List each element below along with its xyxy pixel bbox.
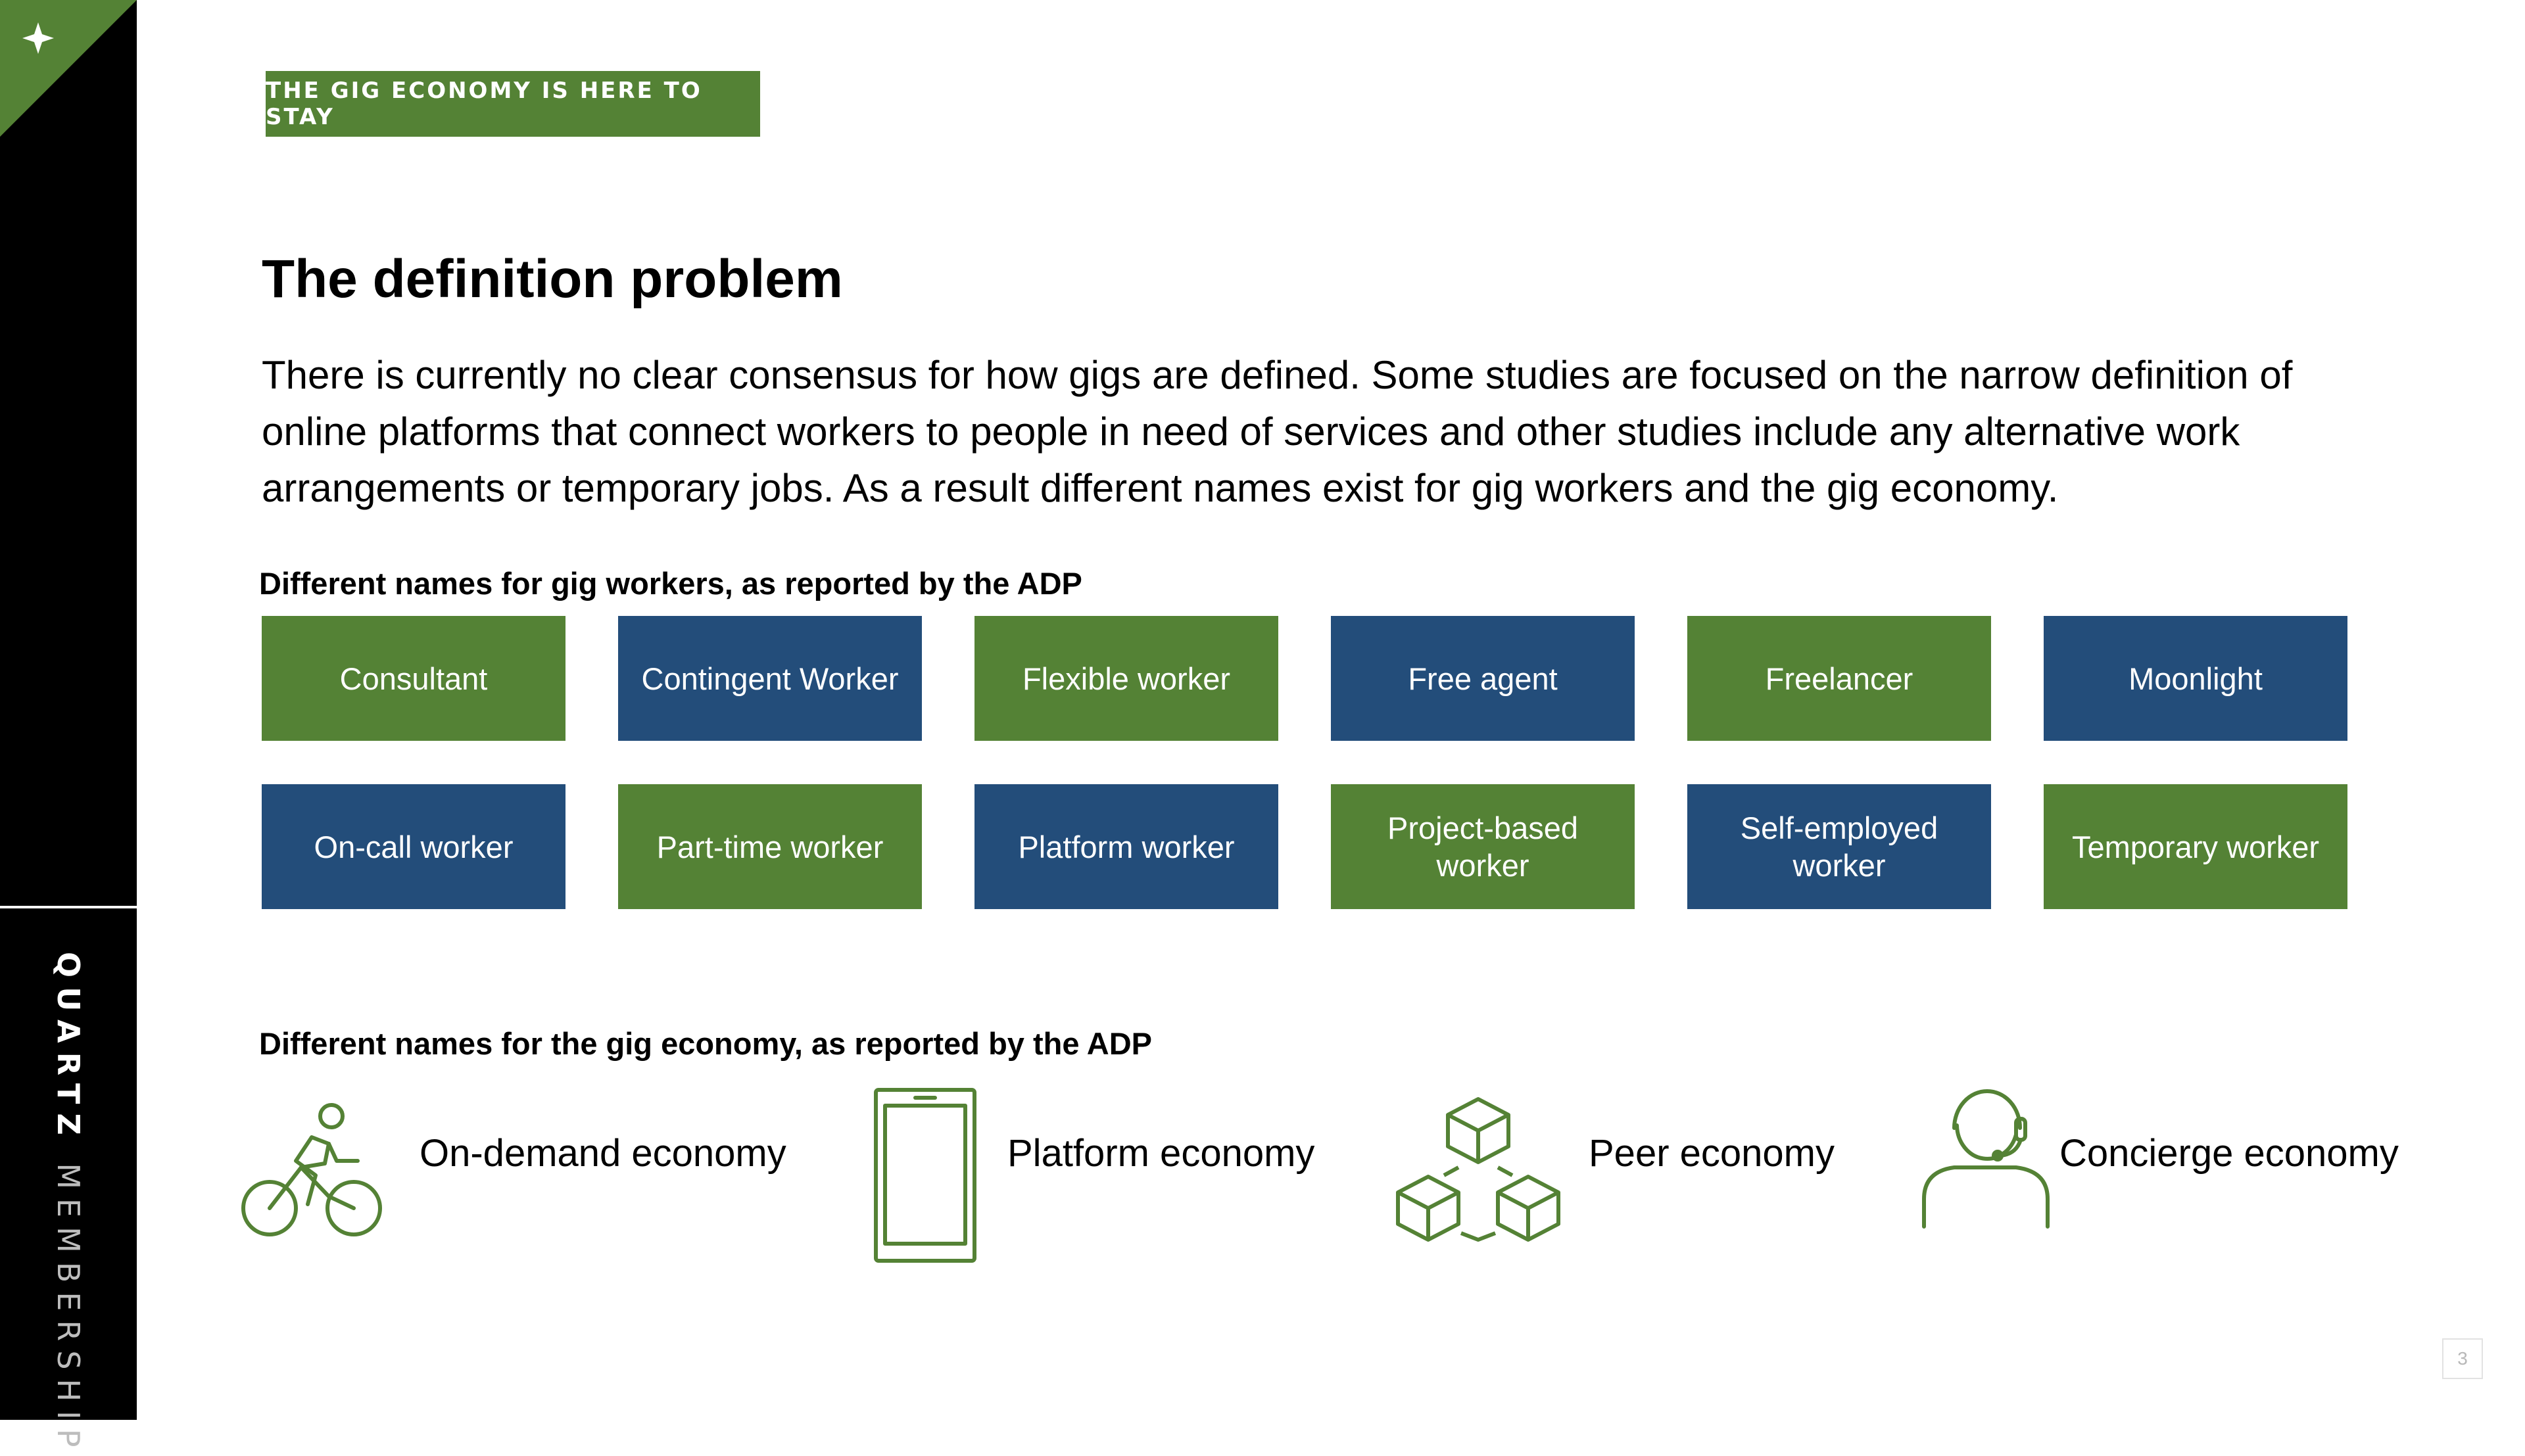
worker-box-free-agent: Free agent xyxy=(1331,616,1635,741)
headset-person-icon xyxy=(1922,1089,2050,1229)
intro-paragraph: There is currently no clear consensus fo… xyxy=(262,353,2293,510)
brand-wordmark: QUARTZ MEMBERSHIP xyxy=(51,952,86,1456)
economy-label-peer: Peer economy xyxy=(1589,1132,1835,1175)
worker-box-project-based-worker: Project-based worker xyxy=(1331,784,1635,909)
cubes-icon xyxy=(1396,1097,1560,1242)
sidebar-divider xyxy=(0,906,137,908)
smartphone-icon xyxy=(874,1088,976,1263)
workers-heading: Different names for gig workers, as repo… xyxy=(259,566,1082,601)
worker-box-flexible-worker: Flexible worker xyxy=(974,616,1278,741)
worker-box-self-employed-worker: Self-employed worker xyxy=(1687,784,1991,909)
brand-suffix: MEMBERSHIP xyxy=(51,1163,86,1456)
section-tag: THE GIG ECONOMY IS HERE TO STAY xyxy=(266,71,760,137)
economy-label-on-demand: On-demand economy xyxy=(420,1132,786,1175)
economy-heading: Different names for the gig economy, as … xyxy=(259,1026,1153,1061)
economy-label-platform: Platform economy xyxy=(1007,1132,1315,1175)
worker-box-contingent-worker: Contingent Worker xyxy=(618,616,922,741)
page-title: The definition problem xyxy=(262,249,843,309)
worker-names-grid: Consultant Contingent Worker Flexible wo… xyxy=(262,616,2347,909)
worker-box-on-call-worker: On-call worker xyxy=(262,784,565,909)
page-number: 3 xyxy=(2442,1338,2483,1379)
worker-box-part-time-worker: Part-time worker xyxy=(618,784,922,909)
worker-box-freelancer: Freelancer xyxy=(1687,616,1991,741)
worker-box-moonlight: Moonlight xyxy=(2044,616,2347,741)
economy-label-concierge: Concierge economy xyxy=(2059,1132,2399,1175)
worker-box-temporary-worker: Temporary worker xyxy=(2044,784,2347,909)
worker-box-platform-worker: Platform worker xyxy=(974,784,1278,909)
sidebar: QUARTZ MEMBERSHIP xyxy=(0,0,137,1456)
worker-box-consultant: Consultant xyxy=(262,616,565,741)
corner-star-icon xyxy=(0,0,137,137)
cyclist-icon xyxy=(241,1103,382,1236)
brand-name: QUARTZ xyxy=(51,952,86,1144)
